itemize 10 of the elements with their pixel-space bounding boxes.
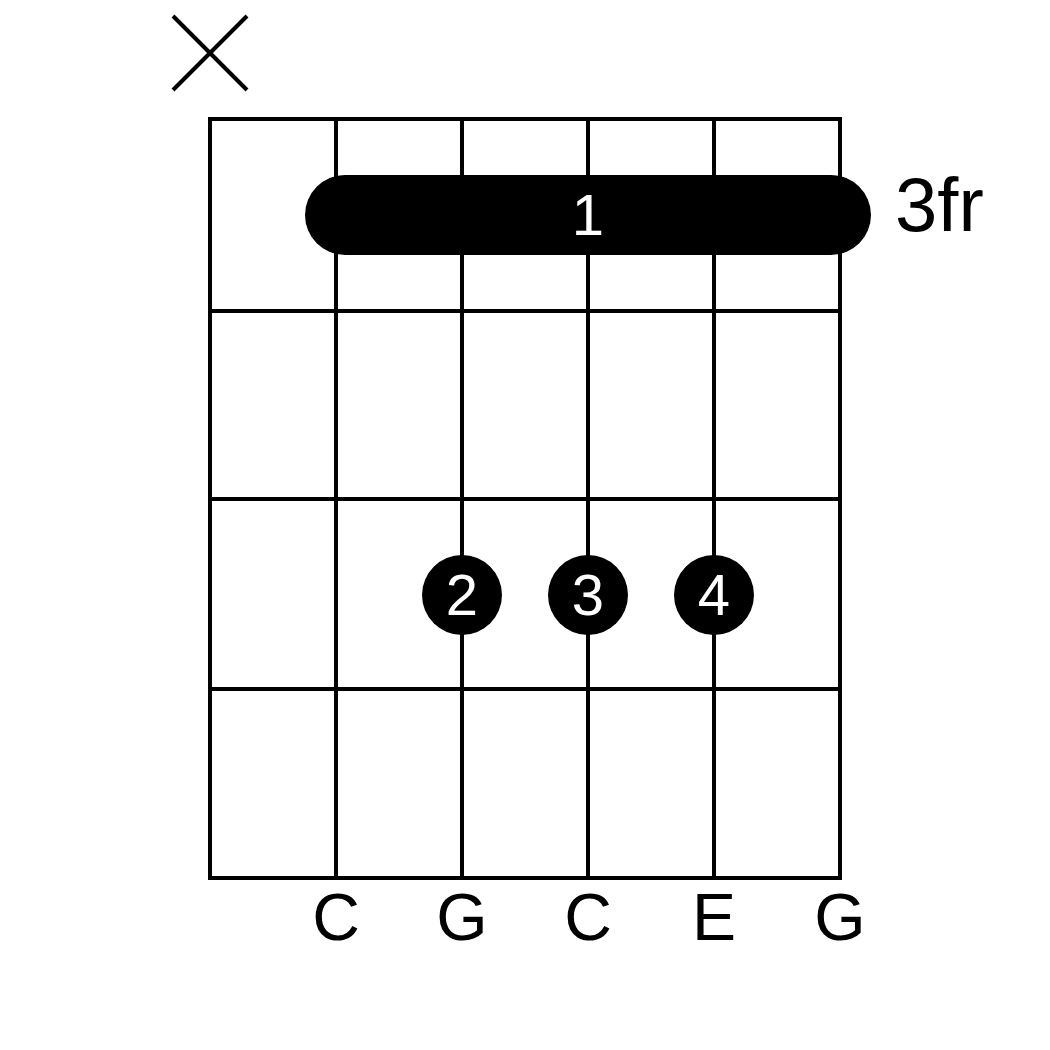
string-note-label: C <box>564 884 612 950</box>
string-note-label: G <box>436 884 488 950</box>
finger-number: 4 <box>697 566 731 624</box>
finger-number: 1 <box>571 186 605 244</box>
finger-number: 3 <box>571 566 605 624</box>
finger-number: 2 <box>445 566 479 624</box>
string-note-label: E <box>692 884 736 950</box>
fret-position-label: 3fr <box>895 167 984 243</box>
string-note-label: G <box>814 884 866 950</box>
string-note-label: C <box>312 884 360 950</box>
